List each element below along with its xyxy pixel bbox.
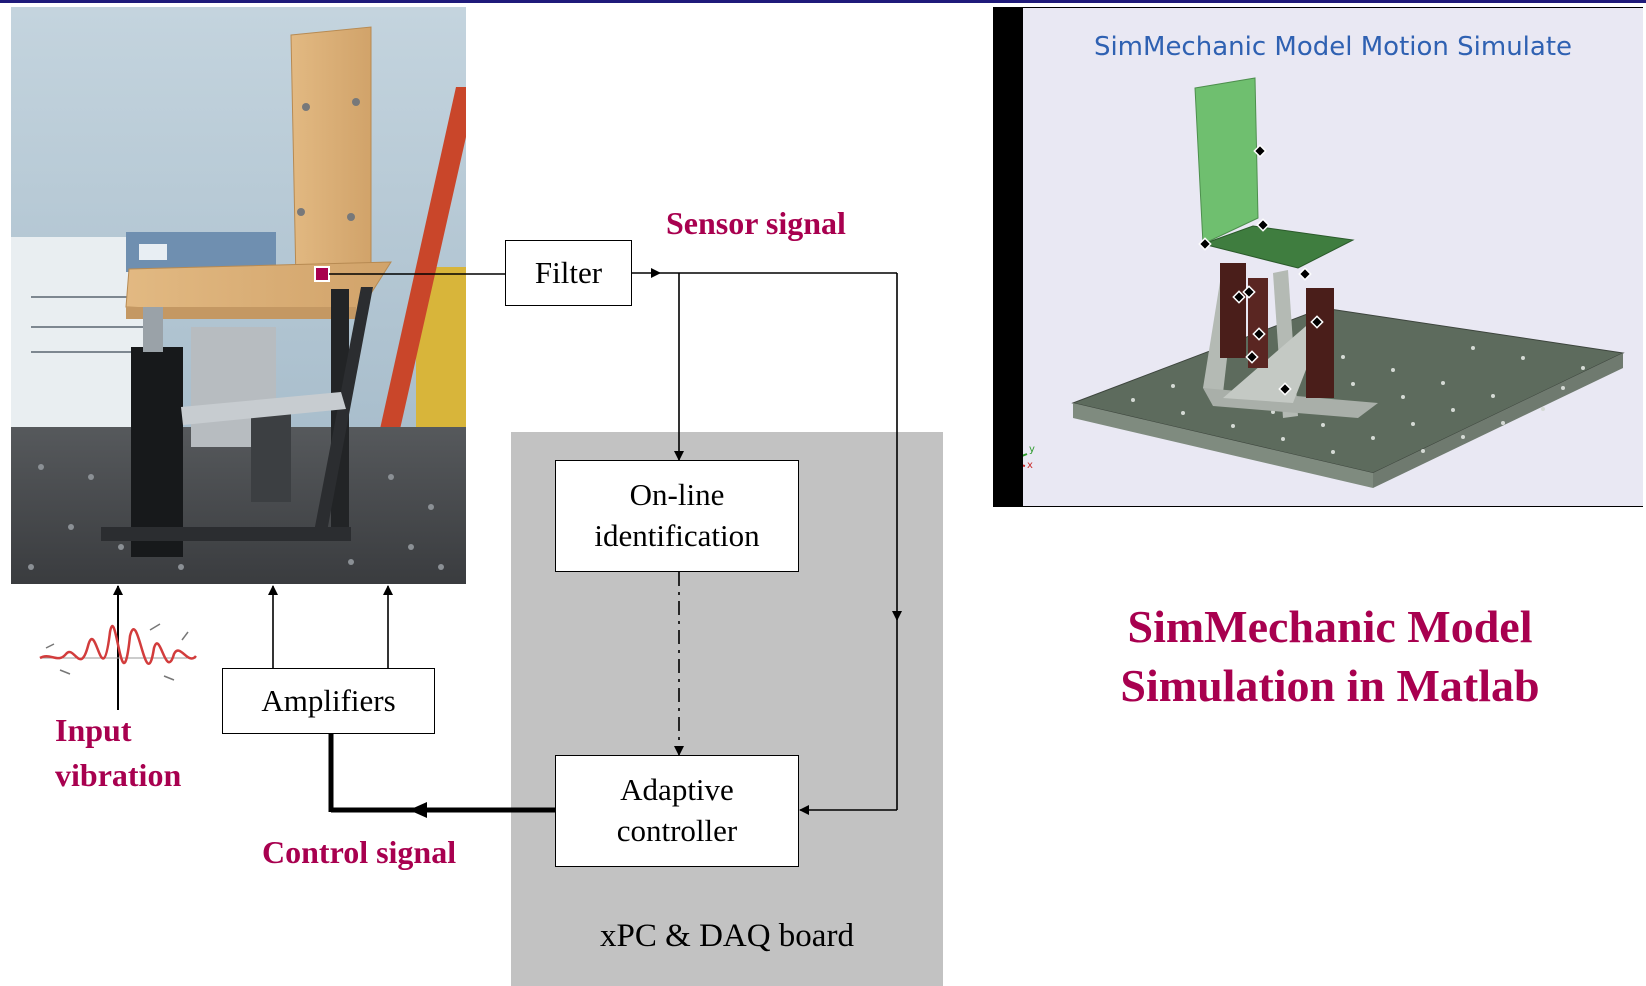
top-border-line — [0, 0, 1646, 3]
input-vibration-label: Input vibration — [55, 712, 182, 793]
sensor-signal-label: Sensor signal — [666, 205, 846, 241]
online-identification-box: On-line identification — [555, 460, 799, 572]
vibration-waveform-icon — [39, 623, 197, 681]
simulation-viewport: SimMechanic Model Motion Simulate — [1023, 8, 1643, 506]
axis-triad-icon — [1023, 453, 1028, 467]
xpc-daq-board-label: xPC & DAQ board — [600, 918, 854, 954]
axis-x-label: x — [1027, 460, 1033, 471]
axis-y-label: y — [1029, 444, 1035, 455]
simulation-window-title: SimMechanic Model Motion Simulate — [1093, 32, 1573, 62]
filter-box: Filter — [505, 240, 632, 306]
simulation-caption: SimMechanic Model Simulation in Matlab — [1120, 601, 1540, 711]
control-signal-label: Control signal — [262, 834, 457, 870]
test-rig-photo — [11, 7, 466, 584]
seat-3d-model — [1023, 77, 1625, 488]
adaptive-controller-box: Adaptive controller — [555, 755, 799, 867]
amplifiers-box: Amplifiers — [222, 668, 435, 734]
sensor-marker — [314, 266, 330, 282]
